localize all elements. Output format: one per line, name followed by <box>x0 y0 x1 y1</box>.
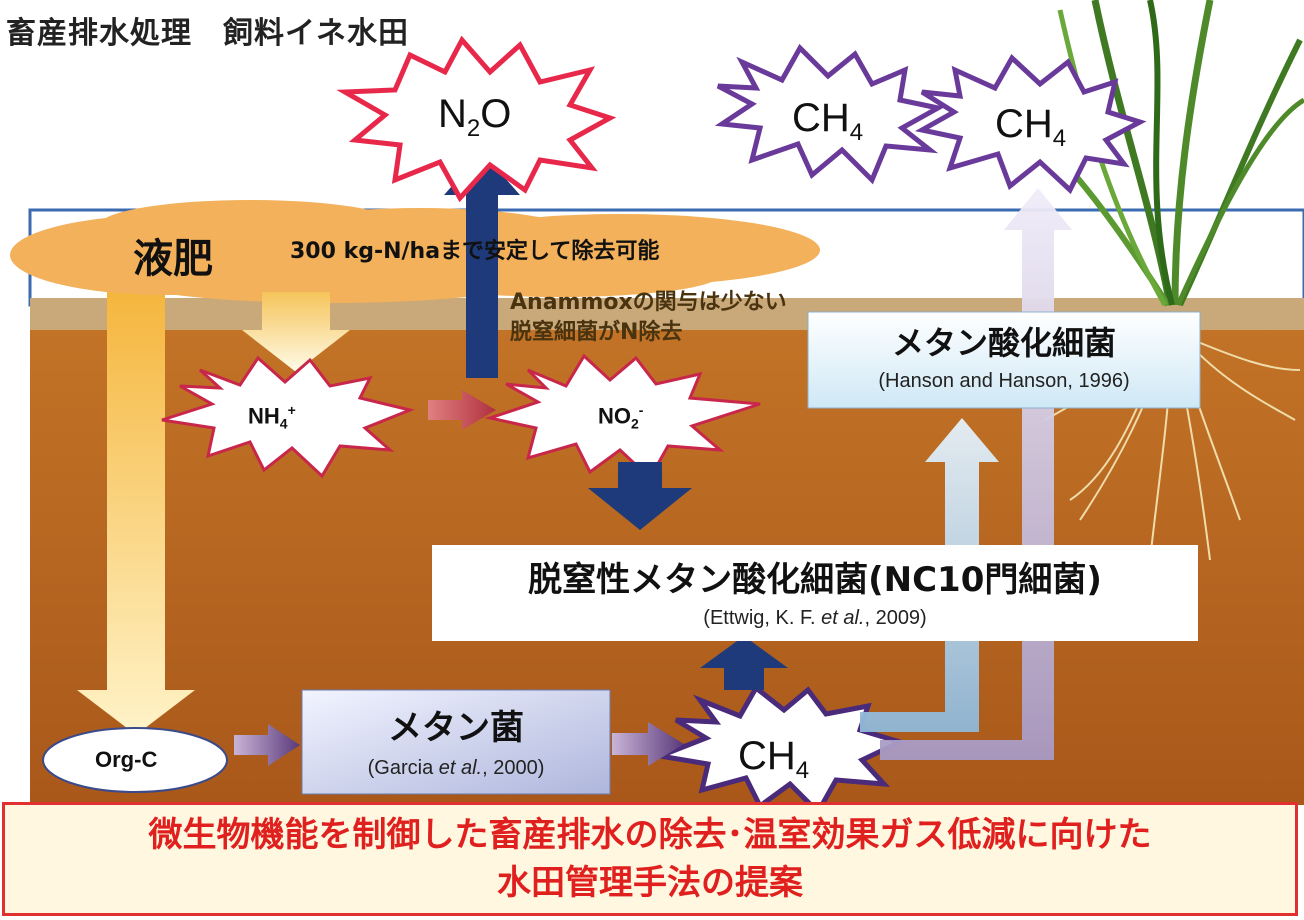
n2o-text-main: N <box>438 92 467 136</box>
ch4-to-nc10-arrow <box>700 636 788 690</box>
no2-to-nc10-arrow <box>588 462 692 530</box>
methanogen-label: メタン菌 <box>388 708 524 748</box>
ch4-bottom-burst <box>650 684 907 817</box>
ch4-right-burst <box>914 54 1147 195</box>
n2o-label: N2O <box>438 92 511 143</box>
ch4-left-text-main: CH <box>792 96 850 140</box>
page-title: 畜産排水処理 飼料イネ水田 <box>6 16 409 51</box>
no2-sup: - <box>638 402 644 418</box>
ch4-right-text-main: CH <box>995 102 1053 146</box>
methanogen-box <box>301 689 611 795</box>
nh4-to-no2-arrow <box>428 390 496 430</box>
n2o-burst <box>336 35 617 203</box>
nc10-ref: (Ettwig, K. F. et al., 2009) <box>432 607 1198 630</box>
ch4-bottom-label: CH4 <box>738 734 809 785</box>
n2o-text-sub: 2 <box>466 115 481 142</box>
ch4-right-label: CH4 <box>995 102 1066 153</box>
nh4-sup: + <box>287 402 296 418</box>
nh4-sub: 4 <box>279 415 288 432</box>
banner-line-1: 微生物機能を制御した畜産排水の除去･温室効果ガス低減に向けた <box>148 815 1152 855</box>
orgc-to-methanogen-arrow <box>234 724 300 766</box>
nc10-label: 脱窒性メタン酸化細菌(NC10門細菌) <box>528 560 1102 600</box>
fertilizer-label: 液肥 <box>133 236 213 282</box>
ch4-to-methanotroph-arrow <box>860 418 999 732</box>
methanogen-ref-c: , 2000) <box>482 757 545 779</box>
nc10-ref-c: , 2009) <box>864 607 927 629</box>
fertilizer-to-nh4-arrow <box>242 292 350 372</box>
methanotroph-text: メタン酸化細菌 (Hanson and Hanson, 1996) <box>808 318 1200 393</box>
ch4-bottom-text-sub: 4 <box>795 757 810 784</box>
methanotroph-box <box>807 311 1201 409</box>
n2o-text-end: O <box>480 92 512 136</box>
nc10-text: 脱窒性メタン酸化細菌(NC10門細菌) (Ettwig, K. F. et al… <box>432 552 1198 630</box>
no2-sub: 2 <box>631 415 639 432</box>
ch4-left-burst <box>714 43 946 185</box>
nh4-burst <box>161 355 415 479</box>
methanogen-ref-b: et al. <box>438 757 483 779</box>
methanogen-text: メタン菌 (Garcia et al., 2000) <box>302 700 610 780</box>
nc10-ref-a: (Ettwig, K. F. <box>703 607 822 629</box>
ch4-left-text-sub: 4 <box>849 119 864 146</box>
no2-to-n2o-arrow <box>444 152 520 378</box>
fertilizer-to-orgc-arrow <box>77 250 195 735</box>
methanogen-ref: (Garcia et al., 2000) <box>302 757 610 780</box>
anammox-line-2: 脱窒細菌がN除去 <box>510 320 683 345</box>
methanogen-ref-a: (Garcia <box>367 757 439 779</box>
orgc-ellipse <box>42 727 228 793</box>
no2-text: NO <box>598 403 631 429</box>
ch4-bottom-text-main: CH <box>738 734 796 778</box>
banner-line-2: 水田管理手法の提案 <box>497 863 803 903</box>
nh4-label: NH4+ <box>248 402 296 432</box>
conclusion-banner: 微生物機能を制御した畜産排水の除去･温室効果ガス低減に向けた 水田管理手法の提案 <box>2 802 1298 916</box>
fertilizer-note: 300 kg-N/haまで安定して除去可能 <box>290 239 660 264</box>
no2-burst <box>484 353 761 481</box>
no2-label: NO2- <box>598 402 643 432</box>
methanotroph-ref: (Hanson and Hanson, 1996) <box>878 370 1130 392</box>
anammox-note: Anammoxの関与は少ない 脱窒細菌がN除去 <box>510 288 787 348</box>
nc10-ref-b: et al. <box>821 607 865 629</box>
methanotroph-label: メタン酸化細菌 <box>891 324 1116 362</box>
anammox-line-1: Anammoxの関与は少ない <box>510 290 787 315</box>
nh4-text: NH <box>248 403 280 429</box>
ch4-right-text-sub: 4 <box>1052 125 1067 152</box>
nc10-box <box>432 545 1198 641</box>
orgc-label: Org-C <box>95 747 158 772</box>
ch4-left-label: CH4 <box>792 96 863 147</box>
methanogen-to-ch4-arrow <box>612 722 684 766</box>
